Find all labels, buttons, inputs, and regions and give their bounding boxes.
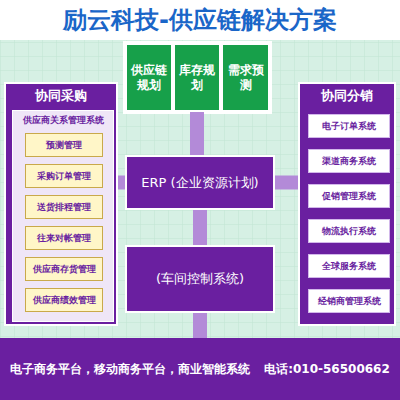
page-title: 励云科技-供应链解决方案 (0, 4, 400, 36)
node-label: 供应链规划 (130, 63, 168, 92)
connector (275, 176, 298, 190)
module-box: 供应商存货管理 (25, 257, 103, 281)
module-box: 物流执行系统 (308, 219, 390, 243)
connector (118, 176, 125, 190)
node-label: 协同采购 (35, 88, 87, 104)
node-label: 促销管理系统 (322, 191, 376, 202)
node-label: 电子商务平台，移动商务平台，商业智能系统 (10, 362, 250, 376)
node-label: 物流执行系统 (322, 226, 376, 237)
ground-grid (0, 40, 400, 340)
module-box: 预测管理 (25, 133, 103, 157)
node-label: 供应商绩效管理 (33, 295, 96, 306)
platform-band: 电子商务平台，移动商务平台，商业智能系统电话:010-56500662 (0, 338, 400, 400)
node-label: 供应商关系管理系统 (23, 115, 104, 126)
connector (193, 210, 207, 245)
node-label: 全球服务系统 (322, 261, 376, 272)
node-label: ERP (企业资源计划) (141, 175, 258, 191)
ground (0, 40, 400, 340)
module-box: 促销管理系统 (308, 184, 390, 208)
side-panel: 协同分销电子订单系统渠道商务系统促销管理系统物流执行系统全球服务系统经销商管理系… (298, 82, 396, 326)
system-box: 供应商关系管理系统预测管理采购订单管理送货排程管理往来对帐管理供应商存货管理供应… (12, 110, 114, 322)
connector (190, 112, 204, 155)
module-box: 电子订单系统 (308, 114, 390, 138)
module-box: 全球服务系统 (308, 254, 390, 278)
module-box: 往来对帐管理 (25, 226, 103, 250)
planning-cell: 供应链规划 (125, 43, 173, 112)
node-label: 往来对帐管理 (37, 233, 91, 244)
module-box: 送货排程管理 (25, 195, 103, 219)
module-box: 采购订单管理 (25, 164, 103, 188)
node-label: 供应商存货管理 (33, 264, 96, 275)
side-panel: 协同采购供应商关系管理系统预测管理采购订单管理送货排程管理往来对帐管理供应商存货… (4, 82, 118, 326)
node-label: 送货排程管理 (37, 202, 91, 213)
node-label: 需求预测 (226, 63, 265, 92)
node-label: 采购订单管理 (37, 171, 91, 182)
node-label: 渠道商务系统 (322, 156, 376, 167)
planning-cell: 需求预测 (221, 43, 270, 112)
node-label: 库存规划 (178, 63, 216, 92)
process-box: ERP (企业资源计划) (125, 155, 275, 210)
process-box: (车间控制系统) (125, 245, 275, 313)
planning-cell: 库存规划 (173, 43, 221, 112)
node-label: 经销商管理系统 (318, 296, 381, 307)
node-label: 预测管理 (46, 140, 82, 151)
planning-frame (123, 41, 272, 114)
module-box: 经销商管理系统 (308, 289, 390, 313)
node-label: (车间控制系统) (156, 271, 244, 287)
connector (193, 313, 207, 338)
node-label: 电话:010-56500662 (264, 362, 390, 376)
node-label: 电子订单系统 (322, 121, 376, 132)
module-box: 渠道商务系统 (308, 149, 390, 173)
module-box: 供应商绩效管理 (25, 288, 103, 312)
node-label: 协同分销 (321, 88, 373, 104)
